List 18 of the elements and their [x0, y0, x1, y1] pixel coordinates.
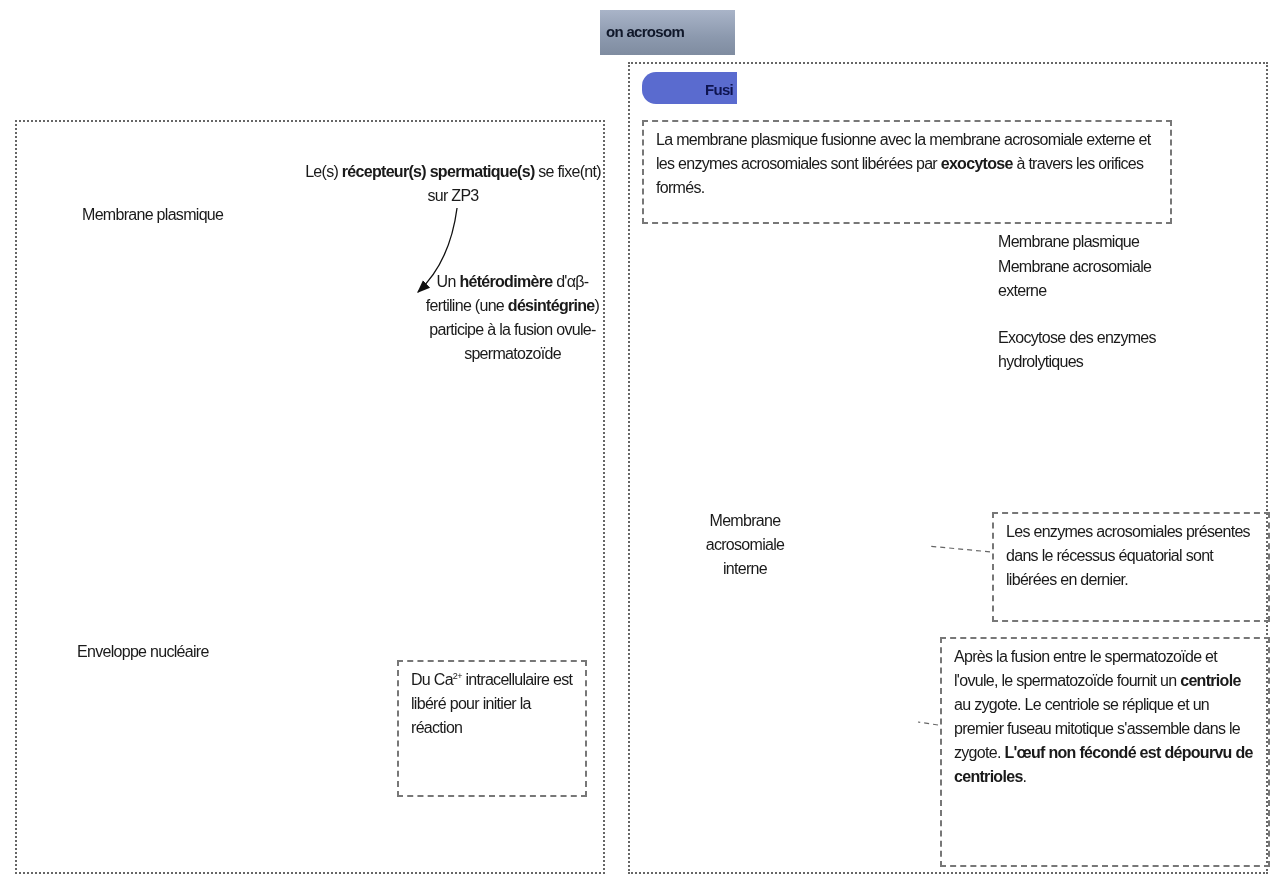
callout-box: Du Ca$^{2+}$ intracellulaire est libéré pour initier la réaction: [397, 660, 587, 797]
part-label: Exocytose des enzymes hydrolytiques: [998, 328, 1157, 372]
part-label: Membrane acrosomiale externe: [998, 257, 1153, 301]
callout-box: La membrane plasmique fusionne avec la membrane acrosomiale externe et les enzymes acrosomiales sont libérées par exocytose à travers les orifices formés.: [642, 120, 1172, 224]
section-tab: Fusi: [642, 72, 737, 104]
leader-line: [917, 721, 939, 726]
part-label: Membrane acrosomiale interne: [704, 511, 786, 579]
annotation-text: Le(s) récepteur(s) spermatique(s) se fixe(nt) sur ZP3: [302, 160, 604, 210]
part-label: Enveloppe nucléaire: [77, 642, 210, 662]
callout-box: Après la fusion entre le spermatozoïde et l'ovule, le spermatozoïde fournit un centriole au zygote. Le centriole se réplique et un premier fuseau mitotique s'assemble dans le zygote. L'œuf non fécondé est dépourvu de centrioles.: [940, 637, 1270, 867]
part-label: Membrane plasmique: [998, 232, 1141, 252]
dashed-panel: [15, 120, 605, 874]
arrow: [417, 207, 458, 293]
callout-box: Les enzymes acrosomiales présentes dans le récessus équatorial sont libérées en dernier.: [992, 512, 1270, 622]
title-banner: on acrosom: [600, 10, 735, 55]
dashed-panel: [628, 62, 1268, 874]
annotation-text: Un hétérodimère d'αβ-fertiline (une désintégrine) participe à la fusion ovule-spermatozoïde: [420, 270, 605, 418]
part-label: Membrane plasmique: [82, 205, 225, 225]
